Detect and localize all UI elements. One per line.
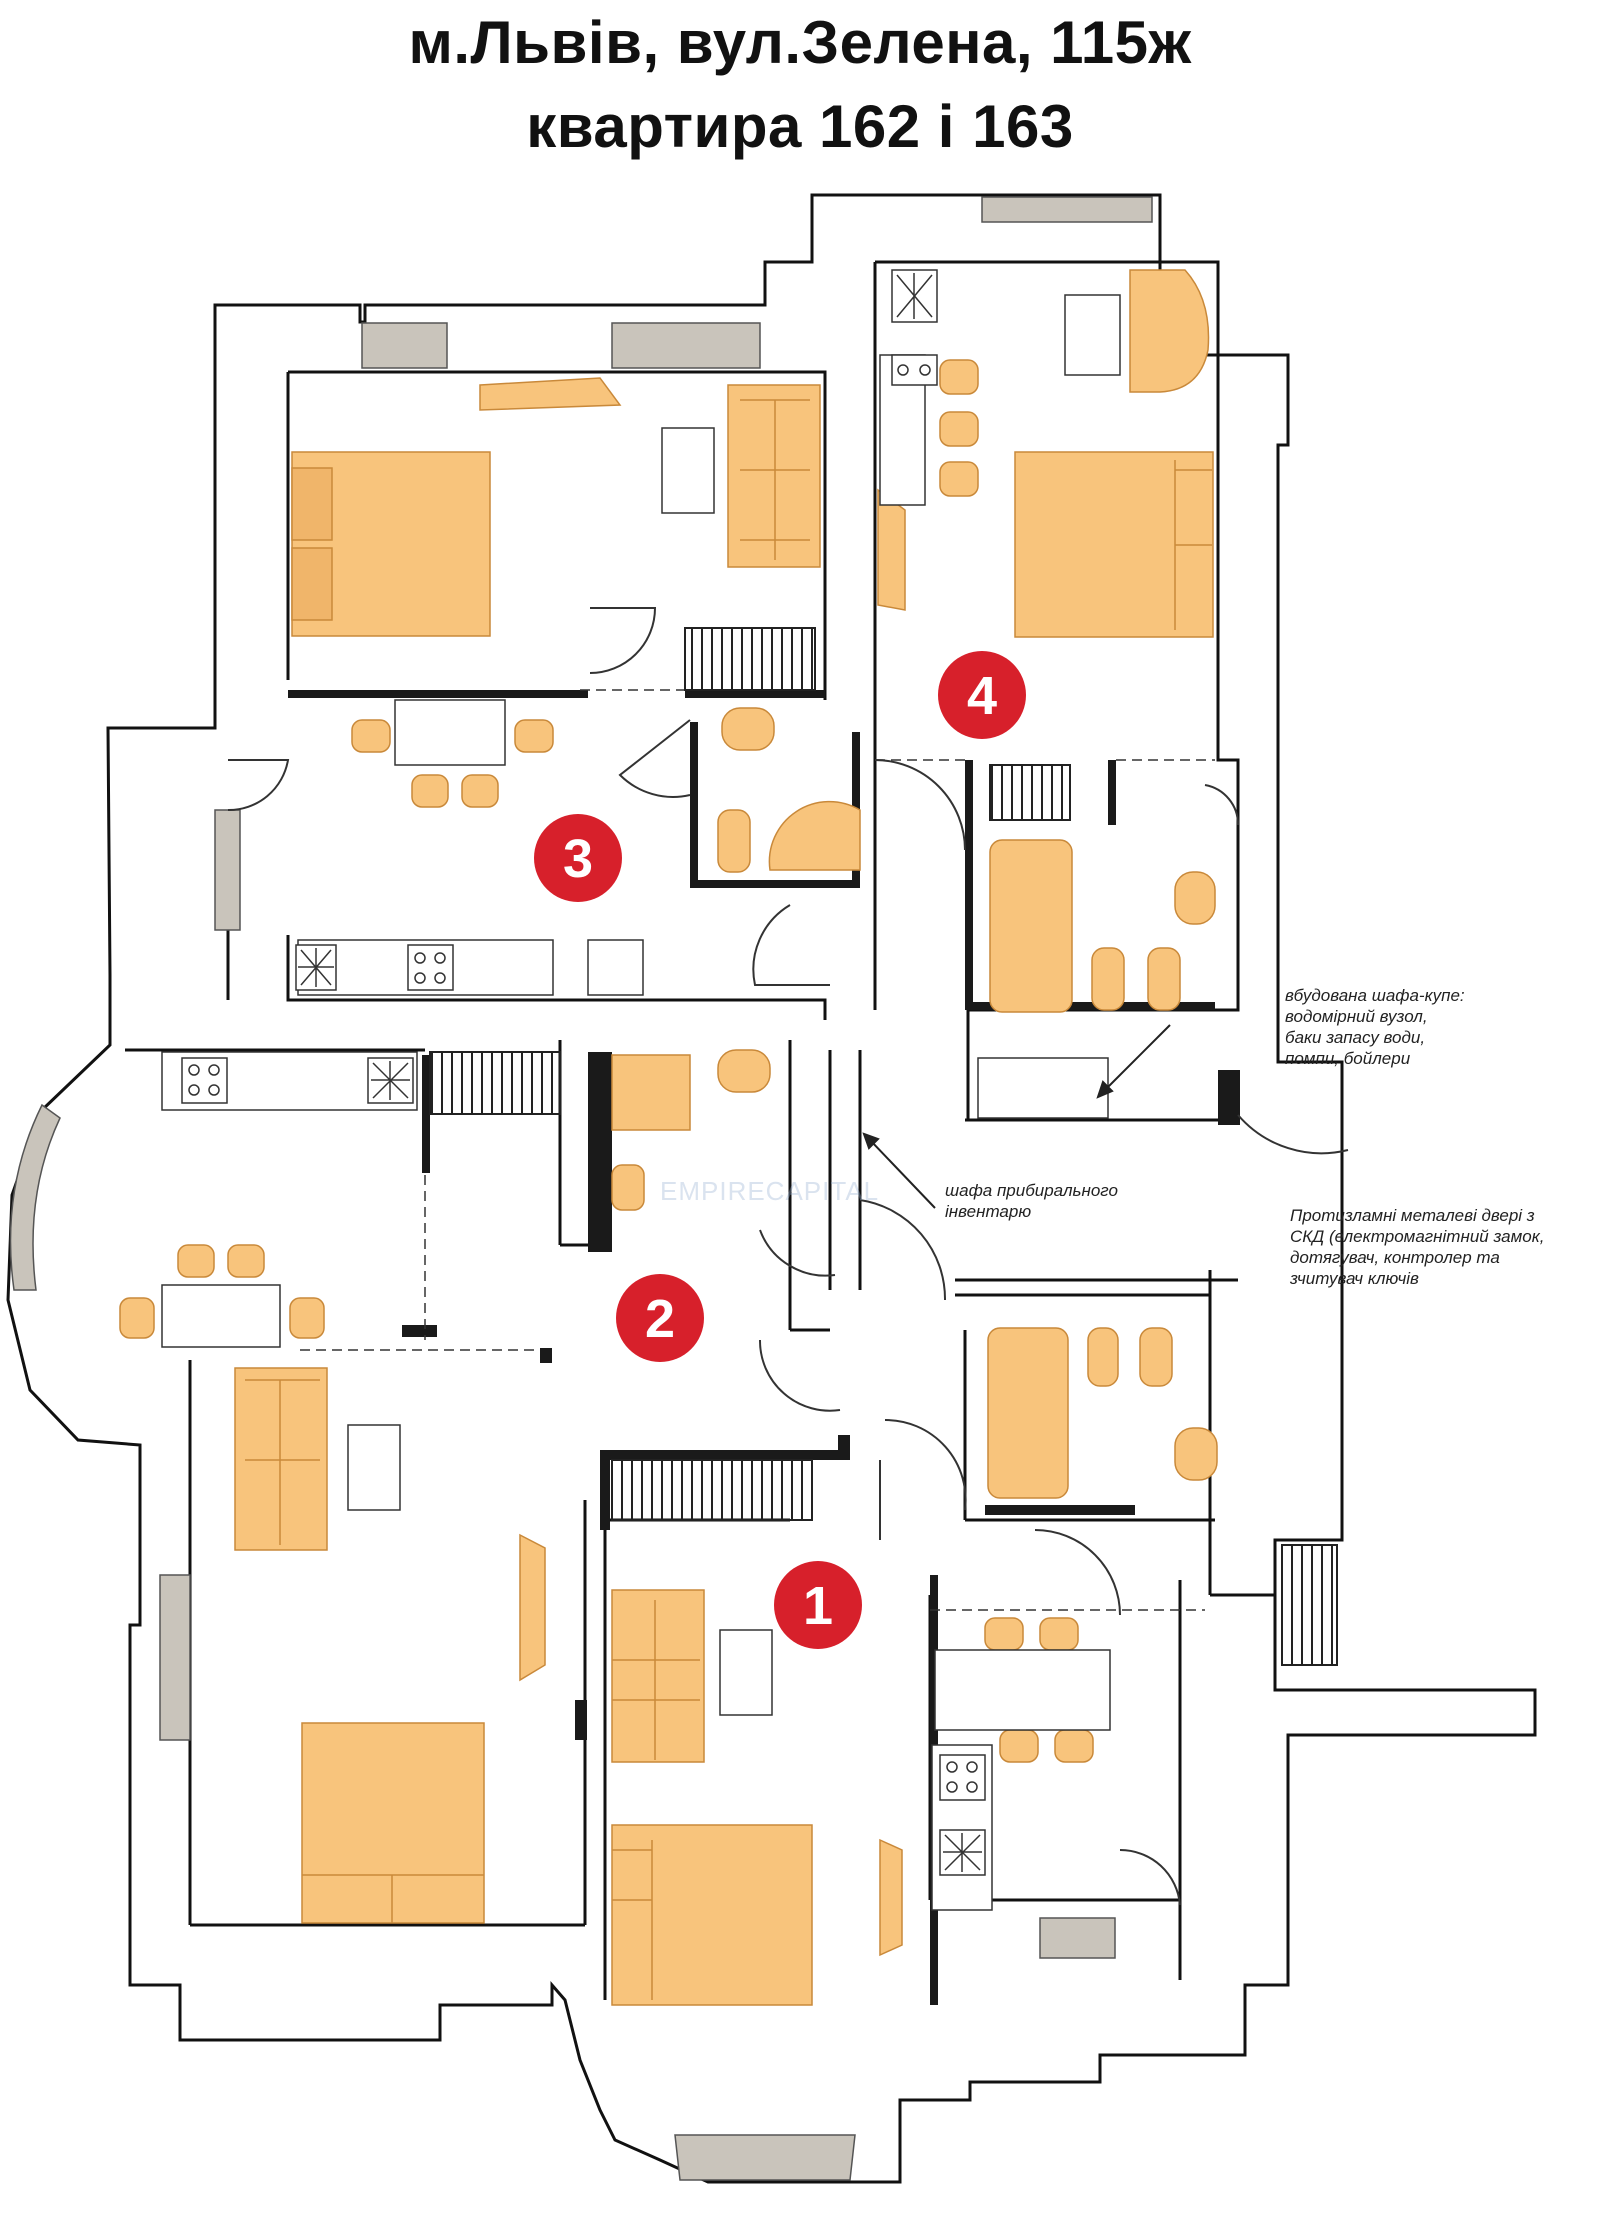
furniture-lines <box>245 399 1212 2000</box>
furniture <box>119 269 1218 2006</box>
room-badges: 1 2 3 4 <box>534 651 1026 1649</box>
room-badge-1: 1 <box>774 1561 862 1649</box>
room-number-3: 3 <box>563 829 593 889</box>
room-number-1: 1 <box>803 1576 833 1636</box>
note-cleaning-closet: шафа прибирального інвентарю <box>945 1181 1118 1221</box>
title-address: м.Львів, вул.Зелена, 115ж <box>408 9 1192 76</box>
room-badge-2: 2 <box>616 1274 704 1362</box>
fan-icons <box>298 273 982 1872</box>
note-closet: вбудована шафа-купе: водомірний вузол, б… <box>1285 986 1465 1068</box>
sofa-room1 <box>611 1589 705 1763</box>
room-number-2: 2 <box>645 1289 675 1349</box>
room-number-4: 4 <box>967 666 997 726</box>
sofa-room3 <box>727 384 821 568</box>
outer-walls <box>6 193 1537 2184</box>
note-security-door: Протизламні металеві двері з СКД (електр… <box>1290 1206 1545 1288</box>
leader-arrows <box>862 1024 1171 1209</box>
room-badge-4: 4 <box>938 651 1026 739</box>
windows <box>9 196 1153 2181</box>
room-badge-3: 3 <box>534 814 622 902</box>
bed-room1 <box>611 1824 813 2006</box>
dashed-dividers <box>300 689 1215 1611</box>
doors <box>227 607 1349 1906</box>
title-apartment: квартира 162 і 163 <box>526 93 1074 160</box>
bed-room2 <box>301 1722 485 1924</box>
watermark: EMPIRECAPITAL <box>660 1176 880 1206</box>
wardrobes <box>429 627 1338 1666</box>
sofa-room2 <box>234 1367 328 1551</box>
